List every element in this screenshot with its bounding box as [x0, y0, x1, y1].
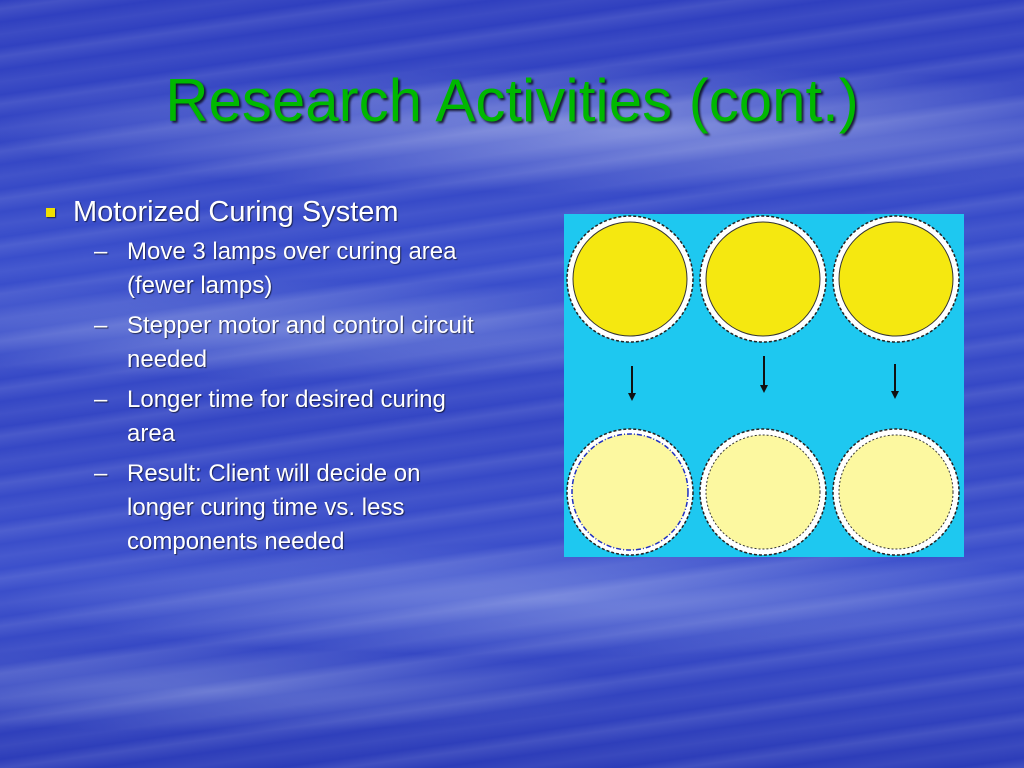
dash-icon: –: [94, 312, 108, 339]
sub-bullet-item: – Result: Client will decide on longer c…: [94, 457, 520, 559]
sub-bullet-list: – Move 3 lamps over curing area (fewer l…: [40, 235, 520, 559]
sub-bullet-item: – Stepper motor and control circuit need…: [94, 309, 520, 377]
dash-icon: –: [94, 460, 108, 487]
sub-bullet-text: Longer time for desired curing area: [127, 386, 446, 447]
lamp-top-3: [832, 215, 960, 343]
bullet-item: Motorized Curing System: [40, 196, 520, 229]
down-arrow-icon: [760, 356, 768, 393]
square-bullet-icon: [46, 208, 55, 217]
lamp-top-1: [566, 215, 694, 343]
lamp-bottom-1: [566, 428, 694, 556]
sub-bullet-item: – Move 3 lamps over curing area (fewer l…: [94, 235, 520, 303]
bullet-text: Motorized Curing System: [73, 196, 399, 228]
sub-bullet-text: Result: Client will decide on longer cur…: [127, 460, 421, 555]
slide-title: Research Activities (cont.): [165, 67, 859, 134]
lamp-bottom-2: [699, 428, 827, 556]
down-arrow-icon: [628, 366, 636, 401]
sub-bullet-text: Stepper motor and control circuit needed: [127, 312, 474, 373]
lamp-diagram: [564, 214, 964, 557]
down-arrow-icon: [891, 364, 899, 399]
sub-bullet-item: – Longer time for desired curing area: [94, 383, 520, 451]
sub-bullet-text: Move 3 lamps over curing area (fewer lam…: [127, 238, 457, 299]
lamp-top-2: [699, 215, 827, 343]
lamp-bottom-3: [832, 428, 960, 556]
slide-content: Motorized Curing System – Move 3 lamps o…: [40, 196, 520, 565]
dash-icon: –: [94, 238, 108, 265]
dash-icon: –: [94, 386, 108, 413]
